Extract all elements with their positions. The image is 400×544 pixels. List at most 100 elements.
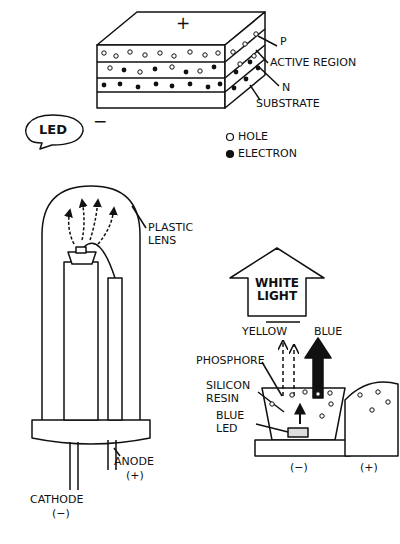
block-side-face [225,12,265,108]
layer-line [97,91,225,93]
hole-dot [170,65,174,69]
blue-light-arrow [305,338,331,398]
node-text-box: WHITE LIGHT [242,268,312,312]
hole-dot [143,53,147,57]
hole-dot [358,393,362,397]
hole-dot [188,50,192,54]
electron-dot [118,82,123,87]
part-label: BLUE LED [216,410,256,435]
hole-dot [270,402,274,406]
cathode-lead [77,442,79,490]
reflector-cup [68,252,96,264]
legend-text: HOLE [238,131,268,143]
electron-dot [122,68,127,73]
lens-flange [32,420,150,444]
leader-line [258,392,284,412]
legend-sample [227,151,234,158]
electron-dot [136,85,141,90]
hole-dot [158,51,162,55]
output-bar [266,321,300,323]
hole-dot [216,51,220,55]
white-light-arrow: WHITE LIGHT [228,246,326,318]
node-shape [230,248,324,316]
inner-arrow [299,405,301,424]
node-shape [26,115,83,149]
layer-line [225,59,265,92]
electron-dot [256,66,261,71]
electron-dot [154,82,159,87]
part-label: (+) [126,470,144,483]
light-ray [82,200,84,240]
part-label: BLUE [314,326,342,339]
layer-line [225,45,265,78]
part-label: P [280,36,287,49]
yellow-light-arrow [293,346,295,396]
leader-line [114,448,120,456]
hole-dot [172,54,176,58]
hole-dot [102,51,106,55]
light-ray [69,210,74,244]
hole-dot [128,50,132,54]
part-label: ACTIVE REGION [270,57,356,70]
hole-dot [231,50,235,54]
part-label: + [176,14,190,34]
hole-dot [114,54,118,58]
part-label: (−) [290,462,308,475]
plastic-lens [42,186,140,420]
electron-dot [234,70,239,75]
yellow-light-arrow [282,342,284,396]
electron-dot [206,85,211,90]
blue-led-chip [288,428,308,437]
part-label: PHOSPHORE [196,355,265,368]
node-text-box: LED [24,117,82,143]
speech-bubble: LED [20,112,86,150]
part-label: CATHODE [30,494,83,507]
part-label: ANODE [114,456,154,469]
electron-dot [248,60,253,65]
hole-dot [370,408,374,412]
hole-dot [238,62,242,66]
electron-dot [102,83,107,88]
light-ray [98,208,114,244]
electron-dot [188,82,193,87]
legend-text: ELECTRON [238,148,297,160]
part-label: (+) [360,462,378,475]
leader-line [262,362,282,396]
part-label: (−) [52,508,70,521]
node-label: LED [39,123,67,137]
electron-dot [153,67,158,72]
hole-dot [329,402,333,406]
electron-dot [218,82,223,87]
leader-line [132,206,146,228]
leader-line [258,36,277,46]
part-label: PLASTIC LENS [148,222,208,247]
electron-dot [184,70,189,75]
hole-dot [108,66,112,70]
electron-dot [232,86,237,91]
node-label: WHITE LIGHT [242,277,312,303]
hole-dot [290,393,294,397]
part-label: N [282,82,290,95]
electron-dot [170,84,175,89]
anode-frame [345,382,398,456]
hole-dot [376,390,380,394]
hole-dot [386,400,390,404]
bond-wire [84,243,115,278]
hole-dot [243,42,247,46]
cathode-post [64,262,98,420]
hole-dot [316,392,320,396]
layer-line [97,61,225,63]
anode-post [108,278,122,420]
block-front-face [97,45,225,108]
layer-line [225,29,265,62]
cathode-lead [69,442,71,490]
layer-line [97,77,225,79]
leader-line [256,50,268,63]
leader-line [256,424,288,432]
anode-lead [107,440,109,470]
legend-sample [227,134,234,141]
part-label: SILICON RESIN [206,380,262,405]
